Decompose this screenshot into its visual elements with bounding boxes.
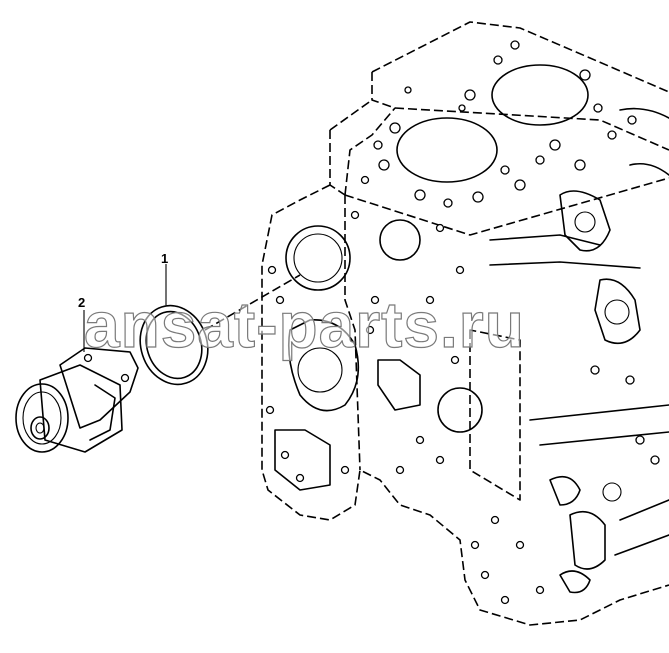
callout-label-2: 2 — [78, 295, 86, 310]
water-pump — [15, 347, 139, 453]
callout-label-1: 1 — [161, 251, 169, 266]
gasket-o-ring — [139, 304, 209, 386]
leader-lines — [83, 264, 301, 352]
engine-block — [261, 21, 669, 626]
